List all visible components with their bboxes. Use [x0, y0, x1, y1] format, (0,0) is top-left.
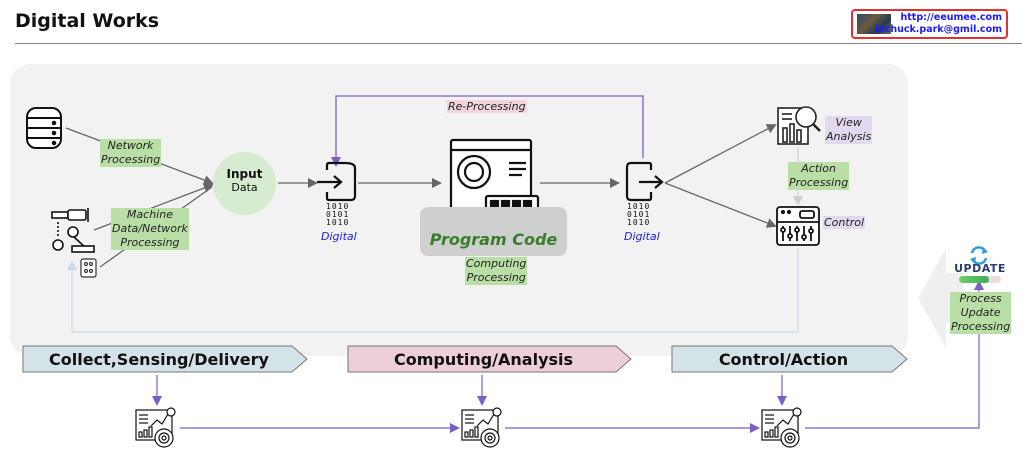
network-processing-label: Network Processing	[100, 139, 162, 167]
dashboard-icon-3	[761, 407, 802, 448]
update-progress-fill	[959, 276, 990, 283]
update-processing-label: Process Update Processing	[950, 292, 1012, 334]
update-progress-bar	[959, 276, 1001, 283]
contact-email[interactable]: lechuck.park@gmil.com	[874, 24, 1002, 35]
update-word: UPDATE	[954, 262, 1006, 275]
contact-url[interactable]: http://eeumee.com	[900, 12, 1003, 23]
digital-output-icon	[625, 161, 664, 202]
input-data-node: Input Data	[213, 152, 276, 215]
machine-processing-label: Machine Data/Network Processing	[111, 208, 189, 250]
view-analysis-icon	[777, 106, 821, 145]
input-subtitle: Data	[231, 181, 258, 194]
digital-output-bits: 1010 0101 1010	[627, 202, 651, 227]
computing-processing-label: Computing Processing	[465, 257, 528, 285]
refresh-icon	[970, 246, 988, 265]
stage-collect-label: Collect,Sensing/Delivery	[49, 349, 269, 369]
contact-badge: http://eeumee.com lechuck.park@gmil.com	[851, 9, 1008, 39]
action-processing-label: Action Processing	[788, 162, 850, 190]
program-code-box: Program Code	[420, 207, 567, 256]
control-panel-icon	[776, 206, 820, 246]
control-label: Control	[823, 216, 866, 229]
input-title: Input	[226, 167, 263, 181]
title-divider	[15, 43, 1022, 44]
feedback-loop-arrow	[67, 248, 799, 333]
program-code-title: Program Code	[429, 230, 558, 249]
reprocessing-label: Re-Processing	[447, 100, 527, 113]
author-thumbnail	[857, 14, 891, 34]
to-control-arrow	[664, 182, 777, 228]
sensor-device-icon	[80, 258, 97, 278]
stage-computing: Computing/Analysis	[347, 345, 632, 373]
dashboard-icon-1	[135, 407, 176, 448]
digital-input-icon	[317, 161, 357, 202]
digital-input-label: Digital	[321, 230, 357, 243]
stage-control-label: Control/Action	[718, 349, 849, 369]
digital-output-label: Digital	[624, 230, 660, 243]
to-view-arrow	[664, 124, 777, 184]
view-analysis-label: View Analysis	[825, 116, 873, 144]
stage-collect: Collect,Sensing/Delivery	[22, 345, 308, 373]
database-icon	[26, 107, 62, 149]
stage-control: Control/Action	[671, 345, 908, 373]
page-title: Digital Works	[15, 10, 160, 32]
update-block: UPDATE	[950, 246, 1010, 283]
reprocessing-loop-arrow	[331, 95, 644, 167]
robot-arm-icon	[51, 208, 95, 253]
dashboard-icon-2	[461, 407, 502, 448]
digital-input-bits: 1010 0101 1010	[326, 202, 350, 227]
stage-computing-label: Computing/Analysis	[393, 349, 574, 369]
